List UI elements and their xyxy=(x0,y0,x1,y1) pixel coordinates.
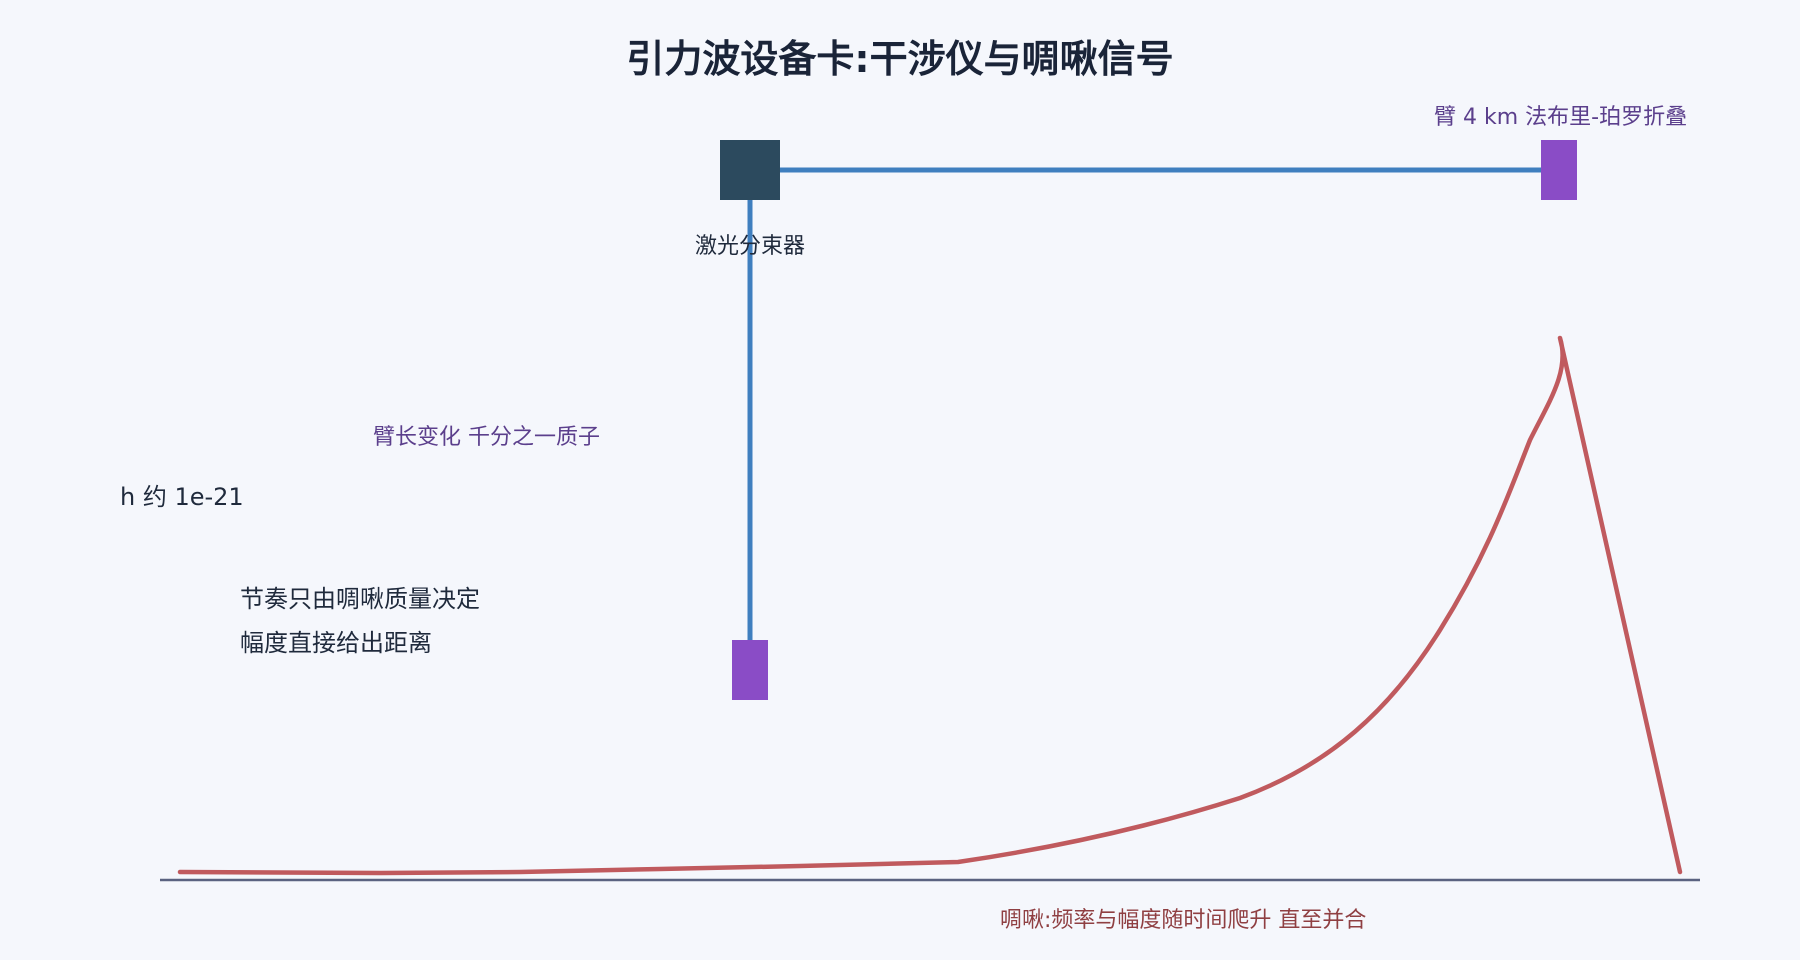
end-mirror-horizontal xyxy=(1541,140,1577,200)
page-title: 引力波设备卡:干涉仪与啁啾信号 xyxy=(626,37,1174,81)
end-mirror-vertical xyxy=(732,640,768,700)
beam-splitter-block xyxy=(720,140,780,200)
amplitude-note: 幅度直接给出距离 xyxy=(240,629,432,657)
beam-splitter-label: 激光分束器 xyxy=(694,234,806,259)
strain-label: h 约 1e-21 xyxy=(120,483,244,511)
arm-length-label: 臂 4 km 法布里-珀罗折叠 xyxy=(1434,105,1688,130)
chirp-waveform xyxy=(177,335,1683,876)
arm-change-label: 臂长变化 千分之一质子 xyxy=(373,425,600,450)
rhythm-note: 节奏只由啁啾质量决定 xyxy=(240,585,480,613)
chirp-caption: 啁啾:频率与幅度随时间爬升 直至并合 xyxy=(1000,908,1367,933)
